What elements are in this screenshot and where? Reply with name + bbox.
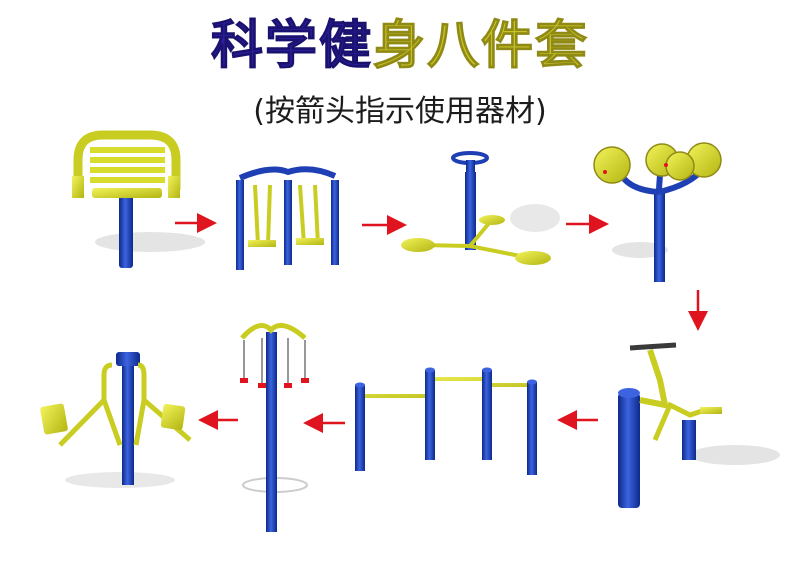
title-part-yellow: 身八件套 [372, 16, 590, 77]
waist-twister-icon [401, 151, 560, 265]
page-subtitle: (按箭头指示使用器材) [253, 94, 547, 129]
horizontal-bars-icon [355, 367, 537, 475]
tai-chi-wheel-icon [593, 142, 722, 282]
chest-press-icon [40, 352, 192, 488]
title-part-blue: 科学健 [210, 16, 373, 77]
air-walker-icon [236, 166, 339, 270]
back-roller-icon [72, 130, 205, 268]
rider-icon [618, 342, 780, 508]
page-title: 科学健身八件套 [0, 14, 800, 78]
leg-swinger-icon [240, 323, 309, 532]
